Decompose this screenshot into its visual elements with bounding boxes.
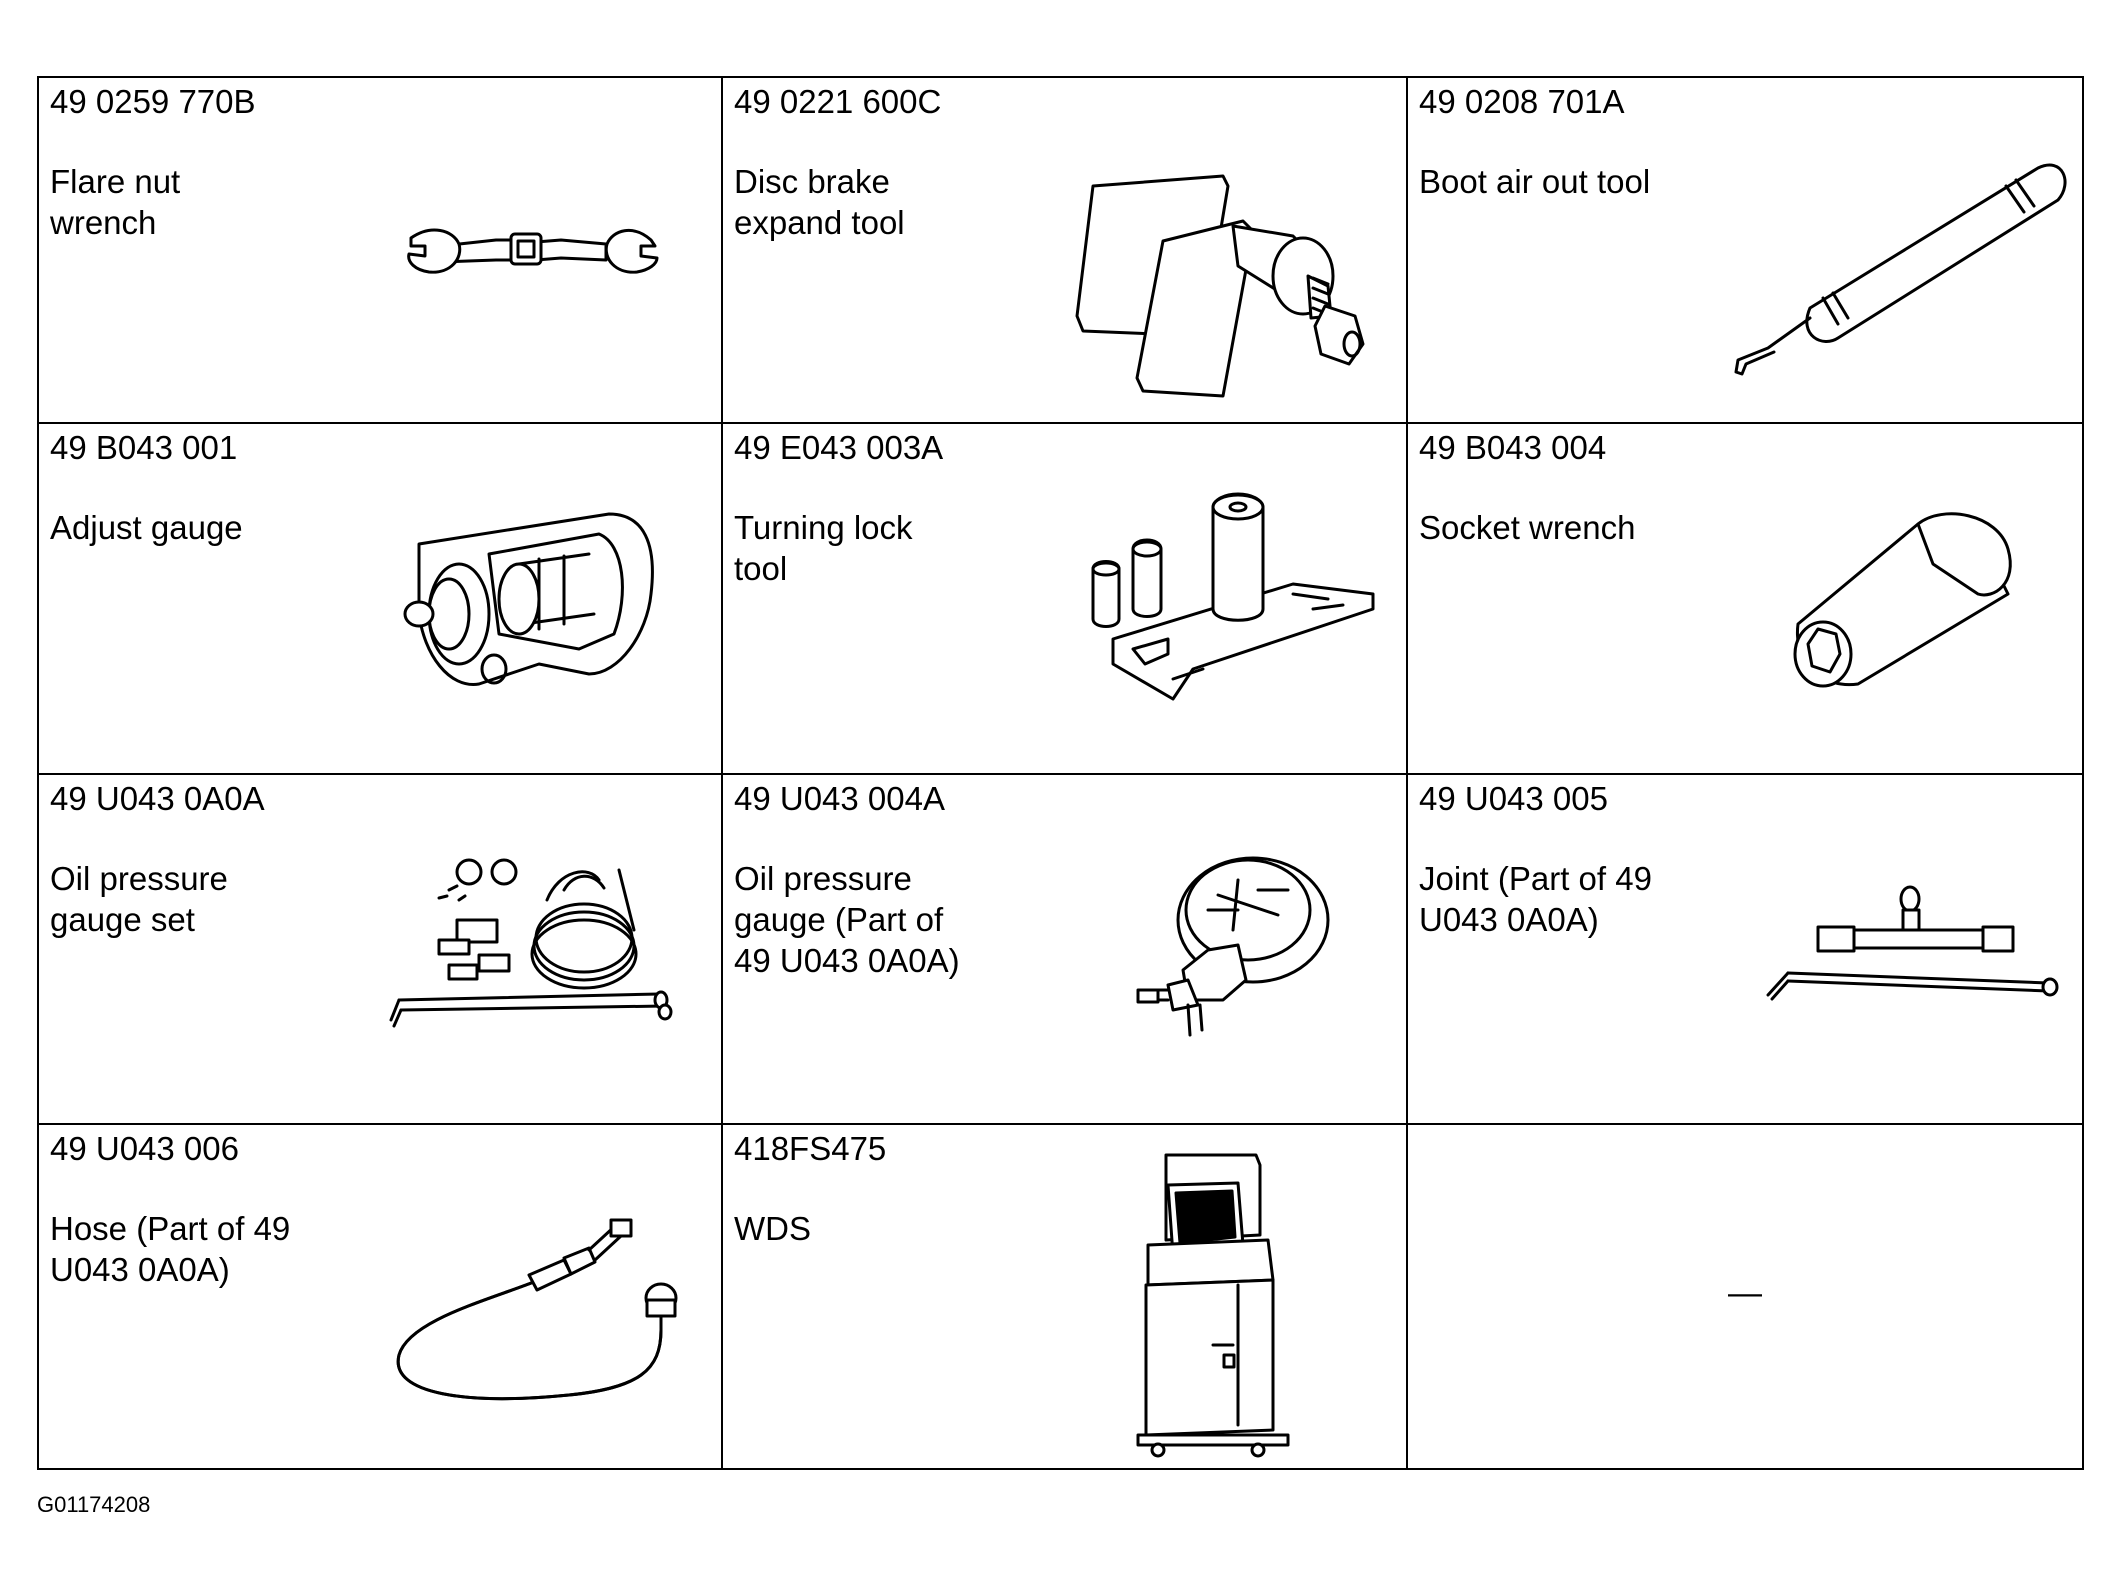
tool-cell-boot-air-out-tool: 49 0208 701A Boot air out tool <box>1408 78 2082 424</box>
part-number: 49 E043 003A <box>734 429 944 466</box>
tool-cell-empty: — <box>1408 1125 2082 1468</box>
tool-name: Joint (Part of 49 U043 0A0A) <box>1419 860 1652 938</box>
tool-cell-oil-pressure-gauge: 49 U043 004A Oil pressure gauge (Part of… <box>723 775 1408 1125</box>
tool-cell-oil-pressure-gauge-set: 49 U043 0A0A Oil pressure gauge set <box>39 775 723 1125</box>
tool-name: Flare nut wrench <box>50 163 181 241</box>
tool-name: Adjust gauge <box>50 509 243 546</box>
adjust-gauge-icon <box>389 504 659 704</box>
figure-id: G01174208 <box>37 1492 151 1517</box>
part-number: 49 U043 005 <box>1419 780 1608 817</box>
part-number: 49 U043 006 <box>50 1130 239 1167</box>
tool-cell-joint: 49 U043 005 Joint (Part of 49 U043 0A0A) <box>1408 775 2082 1125</box>
oil-pressure-gauge-icon <box>1128 850 1348 1050</box>
tool-name: Socket wrench <box>1419 509 1636 546</box>
part-number: 418FS475 <box>734 1130 887 1167</box>
tool-name: Turning lock tool <box>734 509 913 587</box>
tool-name: Hose (Part of 49 U043 0A0A) <box>50 1210 291 1288</box>
part-number: 49 B043 004 <box>1419 429 1607 466</box>
part-number: 49 U043 004A <box>734 780 946 817</box>
joint-icon <box>1758 885 2059 1005</box>
disc-brake-expand-tool-icon <box>1063 166 1383 398</box>
tool-cell-hose: 49 U043 006 Hose (Part of 49 U043 0A0A) <box>39 1125 723 1468</box>
tool-name: Disc brake expand tool <box>734 163 905 241</box>
part-number: 49 B043 001 <box>50 429 238 466</box>
hose-icon <box>389 1180 689 1410</box>
tool-cell-flare-nut-wrench: 49 0259 770B Flare nut wrench <box>39 78 723 424</box>
tool-cell-turning-lock-tool: 49 E043 003A Turning lock tool <box>723 424 1408 775</box>
tool-cell-adjust-gauge: 49 B043 001 Adjust gauge <box>39 424 723 775</box>
empty-placeholder-dash: — <box>1728 1274 1762 1312</box>
socket-wrench-icon <box>1778 504 2028 694</box>
tool-name: WDS <box>734 1210 811 1247</box>
oil-pressure-gauge-set-icon <box>389 858 719 1035</box>
boot-air-out-tool-icon <box>1728 138 2068 378</box>
part-number: 49 0221 600C <box>734 83 942 120</box>
special-tools-table: 49 0259 770B Flare nut wrench 49 0221 60… <box>37 76 2084 1470</box>
flare-nut-wrench-icon <box>401 218 661 288</box>
tool-name: Oil pressure gauge set <box>50 860 228 938</box>
part-number: 49 0259 770B <box>50 83 256 120</box>
turning-lock-tool-icon <box>1073 489 1375 709</box>
tool-cell-socket-wrench: 49 B043 004 Socket wrench <box>1408 424 2082 775</box>
tool-cell-disc-brake-expand-tool: 49 0221 600C Disc brake expand tool <box>723 78 1408 424</box>
tool-name: Boot air out tool <box>1419 163 1651 200</box>
tool-name: Oil pressure gauge (Part of 49 U043 0A0A… <box>734 860 960 979</box>
wds-icon <box>1128 1145 1290 1458</box>
tool-cell-wds: 418FS475 WDS <box>723 1125 1408 1468</box>
part-number: 49 U043 0A0A <box>50 780 265 817</box>
part-number: 49 0208 701A <box>1419 83 1625 120</box>
